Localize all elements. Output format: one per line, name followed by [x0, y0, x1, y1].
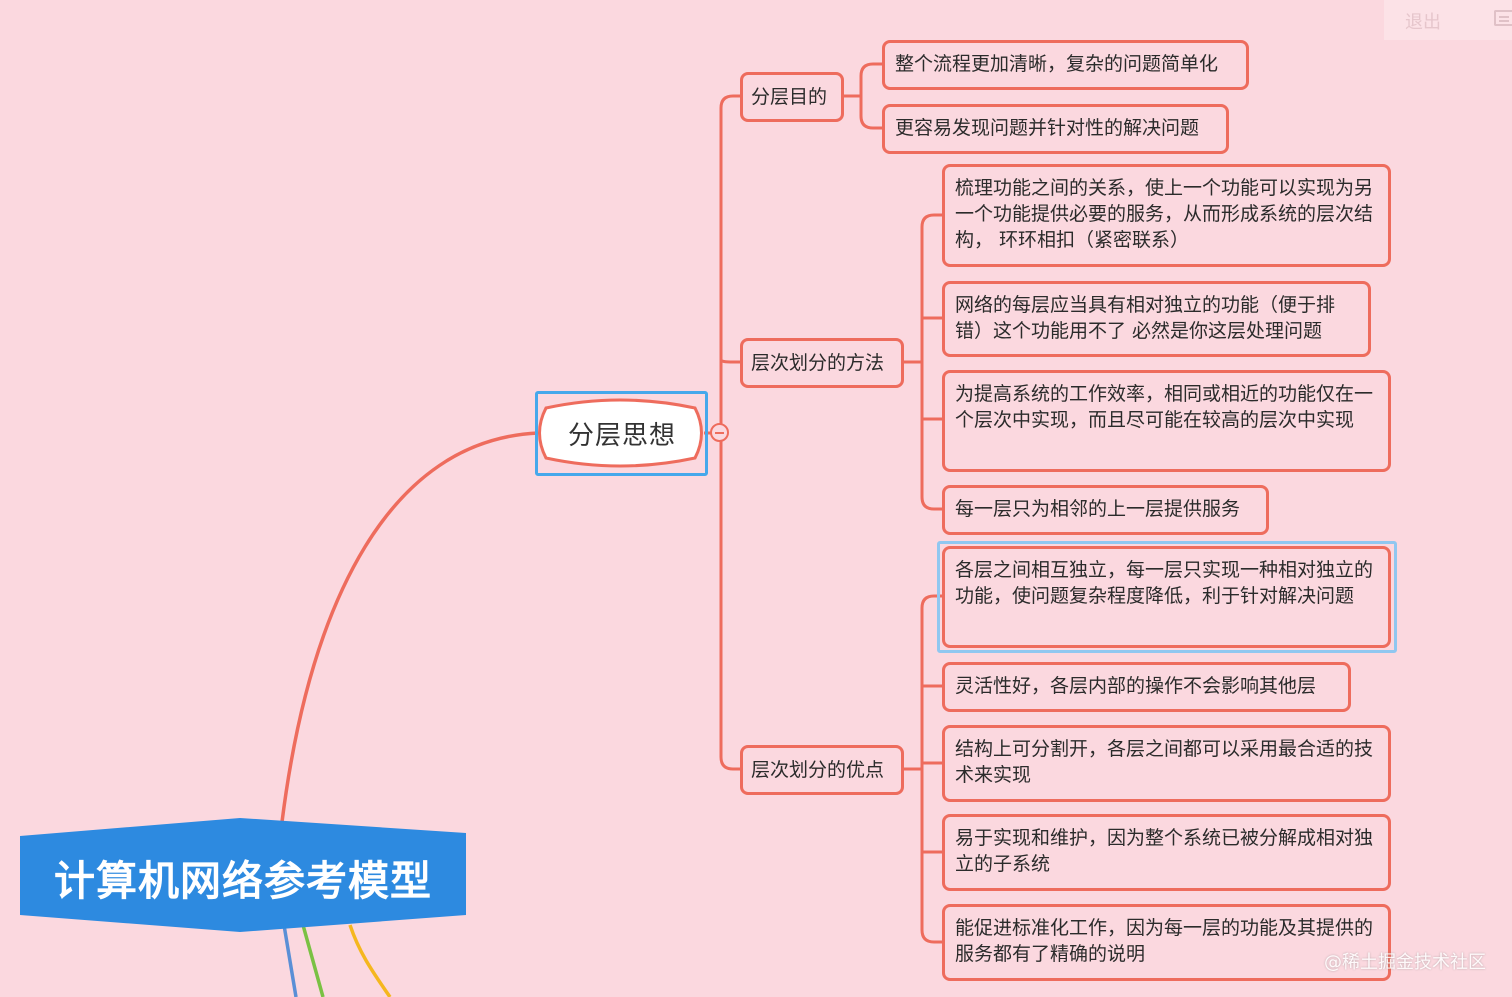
central-node-shape — [538, 398, 703, 468]
branch-1-connector — [843, 62, 882, 130]
branch-3-connector — [903, 594, 942, 944]
keyboard-icon[interactable] — [1494, 10, 1512, 26]
central-to-branch-2 — [719, 359, 740, 364]
leaf-node[interactable]: 易于实现和维护，因为整个系统已被分解成相对独立的子系统 — [942, 814, 1391, 891]
watermark: @稀土掘金技术社区 — [1324, 952, 1486, 973]
branch-node-2[interactable]: 层次划分的方法 — [740, 338, 904, 388]
root-branch-green — [301, 924, 325, 997]
toolbar-panel — [1384, 0, 1512, 40]
leaf-node[interactable]: 灵活性好，各层内部的操作不会影响其他层 — [942, 662, 1351, 712]
root-node[interactable]: 计算机网络参考模型 — [54, 857, 432, 905]
exit-button[interactable]: 退出 — [1405, 12, 1441, 33]
central-node[interactable]: 分层思想 — [567, 420, 676, 451]
leaf-node[interactable]: 整个流程更加清晰，复杂的问题简单化 — [882, 40, 1249, 90]
root-branch-orange — [348, 924, 392, 997]
leaf-node[interactable]: 梳理功能之间的关系，使上一个功能可以实现为另一个功能提供必要的服务，从而形成系统… — [942, 164, 1391, 267]
root-node-shape — [20, 818, 466, 932]
central-to-branch-1 — [704, 94, 740, 435]
leaf-node[interactable]: 每一层只为相邻的上一层提供服务 — [942, 485, 1269, 535]
collapse-icon[interactable] — [710, 423, 729, 442]
leaf-node[interactable]: 结构上可分割开，各层之间都可以采用最合适的技术来实现 — [942, 725, 1391, 802]
central-to-branch-3 — [719, 433, 740, 771]
leaf-node[interactable]: 为提高系统的工作效率，相同或相近的功能仅在一个层次中实现，而且尽可能在较高的层次… — [942, 370, 1391, 472]
root-branch-blue — [282, 924, 298, 997]
leaf-node[interactable]: 能促进标准化工作，因为每一层的功能及其提供的服务都有了精确的说明 — [942, 904, 1391, 981]
leaf-node[interactable]: 各层之间相互独立，每一层只实现一种相对独立的功能，使问题复杂程度降低，利于针对解… — [942, 546, 1391, 648]
branch-node-1[interactable]: 分层目的 — [740, 72, 844, 122]
branch-node-3[interactable]: 层次划分的优点 — [740, 745, 904, 795]
leaf-node[interactable]: 网络的每层应当具有相对独立的功能（便于排错）这个功能用不了 必然是你这层处理问题 — [942, 281, 1371, 357]
branch-2-connector — [903, 213, 942, 511]
root-to-central-connector — [280, 431, 539, 823]
leaf-node[interactable]: 更容易发现问题并针对性的解决问题 — [882, 104, 1229, 154]
